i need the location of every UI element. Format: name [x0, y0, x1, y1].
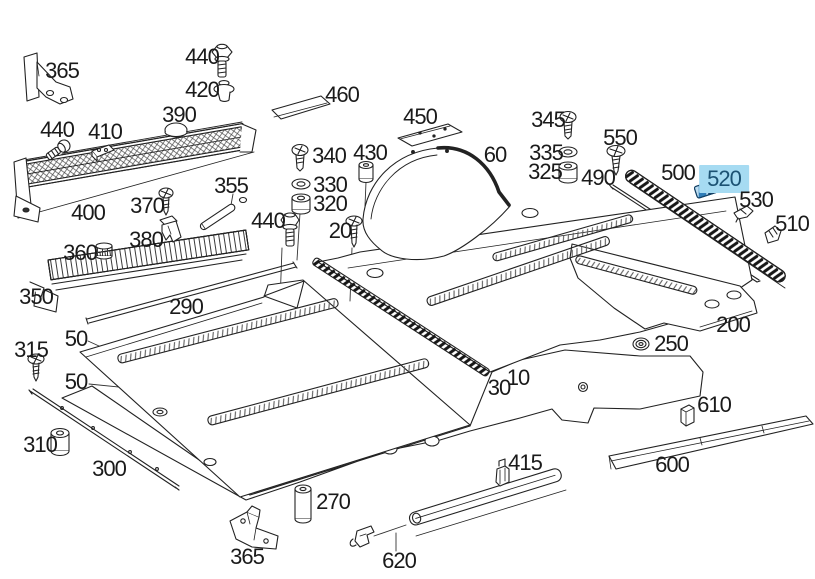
part-label-355[interactable]: 355	[214, 173, 249, 198]
screw-340	[291, 143, 309, 172]
screw-370	[158, 187, 174, 216]
plate-410	[91, 144, 115, 162]
rub-strip	[117, 214, 698, 426]
sleeve-430	[358, 160, 374, 184]
sleeve-nut-320	[291, 193, 311, 215]
part-label-610[interactable]: 610	[697, 392, 732, 417]
part-label-390[interactable]: 390	[162, 102, 197, 127]
part-label-380[interactable]: 380	[129, 227, 164, 252]
part-label-620[interactable]: 620	[382, 548, 417, 573]
part-label-250[interactable]: 250	[654, 331, 689, 356]
rail-620	[408, 468, 567, 537]
clip-415	[495, 458, 510, 487]
screw-315	[27, 353, 45, 382]
part-label-460[interactable]: 460	[325, 82, 360, 107]
grommet-250	[632, 337, 650, 351]
part-label-325[interactable]: 325	[528, 159, 563, 184]
floor-panel-left	[79, 279, 471, 498]
part-label-400[interactable]: 400	[71, 200, 106, 225]
sill-corrugated-350	[29, 229, 250, 313]
strip-300	[28, 388, 180, 491]
strip-460	[271, 95, 331, 120]
knurled-cap-360	[95, 242, 113, 260]
part-label-320[interactable]: 320	[313, 191, 348, 216]
part-label-290[interactable]: 290	[169, 294, 204, 319]
screw-345	[559, 110, 577, 140]
sill-strip-500	[625, 169, 786, 289]
part-label-200[interactable]: 200	[716, 312, 751, 337]
part-label-600[interactable]: 600	[655, 452, 690, 477]
block-610	[680, 404, 695, 427]
cap-390	[164, 122, 188, 138]
sleeve-nut-325	[558, 161, 578, 184]
part-label-365-2[interactable]: 365	[230, 544, 265, 569]
part-label-420[interactable]: 420	[185, 77, 220, 102]
part-label-300[interactable]: 300	[92, 456, 127, 481]
part-label-345[interactable]: 345	[531, 107, 566, 132]
part-label-430[interactable]: 430	[353, 140, 388, 165]
part-label-440-3[interactable]: 440	[251, 208, 286, 233]
part-label-50[interactable]: 50	[64, 326, 89, 351]
part-label-30[interactable]: 30	[487, 375, 512, 400]
rub-strip-30	[312, 257, 490, 377]
bracket-365-bottom	[229, 505, 279, 550]
washer-330	[291, 178, 311, 190]
bracket-365-top	[23, 52, 74, 105]
part-label-510[interactable]: 510	[775, 211, 810, 236]
clip-620	[349, 525, 375, 548]
bar-600	[608, 415, 814, 470]
washer-335	[558, 146, 578, 158]
part-label-20[interactable]: 20	[328, 218, 353, 243]
part-label-490[interactable]: 490	[581, 165, 616, 190]
bolt-440-left	[45, 136, 75, 161]
wheel-arch-cover-60	[362, 145, 511, 261]
part-label-550[interactable]: 550	[603, 125, 638, 150]
part-label-365[interactable]: 365	[45, 58, 80, 83]
part-label-530[interactable]: 530	[739, 187, 774, 212]
screw-550	[606, 144, 626, 176]
plate-450	[397, 123, 463, 147]
part-label-310[interactable]: 310	[23, 432, 58, 457]
part-label-335[interactable]: 335	[529, 140, 564, 165]
clip-530	[733, 205, 754, 223]
part-label-415[interactable]: 415	[508, 450, 543, 475]
clip-510	[764, 225, 782, 244]
part-label-520[interactable]: 520	[699, 165, 749, 193]
part-label-270[interactable]: 270	[316, 489, 351, 514]
part-label-10[interactable]: 10	[506, 365, 531, 390]
sleeve-nut-310	[50, 427, 70, 457]
part-label-450[interactable]: 450	[403, 104, 438, 129]
vent-grille-400	[13, 121, 257, 223]
part-label-330[interactable]: 330	[313, 172, 348, 197]
part-label-350[interactable]: 350	[19, 284, 54, 309]
part-label-440[interactable]: 440	[185, 44, 220, 69]
part-label-500[interactable]: 500	[661, 160, 696, 185]
clip-380	[159, 215, 182, 243]
strip-290	[85, 261, 298, 325]
part-label-60[interactable]: 60	[483, 142, 508, 167]
bolt-440-top	[211, 43, 233, 78]
part-label-315[interactable]: 315	[14, 337, 49, 362]
part-label-50-2[interactable]: 50	[64, 369, 89, 394]
part-label-340[interactable]: 340	[312, 143, 347, 168]
part-label-370[interactable]: 370	[130, 193, 165, 218]
bolt-440-middle	[280, 212, 300, 247]
part-label-440-2[interactable]: 440	[40, 117, 75, 142]
part-label-410[interactable]: 410	[88, 119, 123, 144]
tube-355	[199, 196, 248, 231]
part-label-360[interactable]: 360	[63, 240, 98, 265]
screw-20	[345, 215, 363, 248]
spacer-270	[294, 484, 312, 524]
grommet-420	[213, 80, 235, 102]
